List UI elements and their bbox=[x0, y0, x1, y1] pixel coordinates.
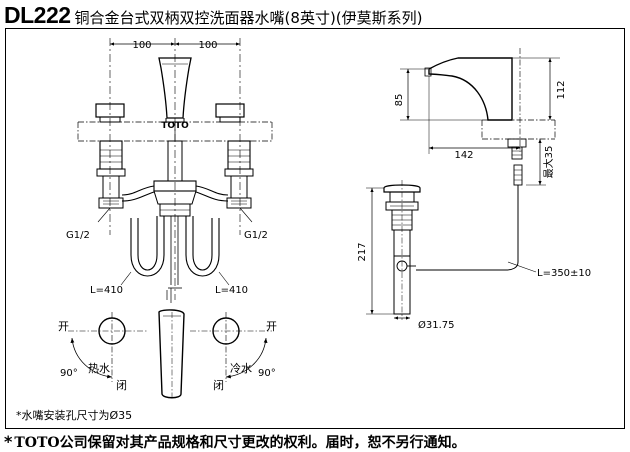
drawing-frame bbox=[5, 28, 625, 429]
cold-closed-label: 闭 bbox=[213, 379, 224, 392]
cold-angle-label: 90° bbox=[258, 368, 276, 379]
brand-plate: TOTO bbox=[161, 121, 189, 131]
footer-brand: TOTO bbox=[14, 435, 60, 451]
footer-star: * bbox=[4, 432, 13, 451]
hot-open-label: 开 bbox=[58, 320, 69, 333]
model-number: DL222 bbox=[4, 2, 71, 28]
hot-handle-diagram bbox=[68, 312, 148, 382]
cold-water-label: 冷水 bbox=[230, 362, 252, 375]
dim-max-35: 最大35 bbox=[542, 146, 555, 179]
hole-size-note: *水嘴安装孔尺寸为Ø35 bbox=[16, 409, 133, 422]
hose-length-left: L=410 bbox=[90, 285, 123, 296]
hot-closed-label: 闭 bbox=[116, 379, 127, 392]
dim-reach-142: 142 bbox=[454, 150, 473, 161]
dim-spread-right: 100 bbox=[198, 40, 217, 51]
product-description: 铜合金台式双柄双控洗面器水嘴(8英寸)(伊莫斯系列) bbox=[74, 9, 423, 27]
hot-water-label: 热水 bbox=[88, 362, 110, 375]
cold-handle-diagram bbox=[190, 312, 272, 382]
front-view bbox=[77, 38, 273, 300]
thread-left: G1/2 bbox=[66, 230, 90, 241]
side-view bbox=[400, 48, 560, 271]
spout-section bbox=[158, 288, 185, 399]
footer-disclaimer: *TOTO公司保留对其产品规格和尺寸更改的权利。届时，恕不另行通知。 bbox=[4, 432, 466, 452]
dim-rod-length: L=350±10 bbox=[537, 268, 591, 279]
dim-drain-217: 217 bbox=[357, 242, 368, 261]
cold-open-label: 开 bbox=[266, 320, 277, 333]
dim-height-85: 85 bbox=[394, 94, 405, 107]
dim-height-112: 112 bbox=[556, 80, 567, 99]
dim-spread-left: 100 bbox=[132, 40, 151, 51]
hot-angle-label: 90° bbox=[60, 368, 78, 379]
dim-diameter: Ø31.75 bbox=[418, 319, 455, 331]
popup-drain bbox=[366, 180, 537, 320]
hose-length-right: L=410 bbox=[215, 285, 248, 296]
thread-right: G1/2 bbox=[244, 230, 268, 241]
footer-text: 公司保留对其产品规格和尺寸更改的权利。届时，恕不另行通知。 bbox=[59, 435, 466, 451]
